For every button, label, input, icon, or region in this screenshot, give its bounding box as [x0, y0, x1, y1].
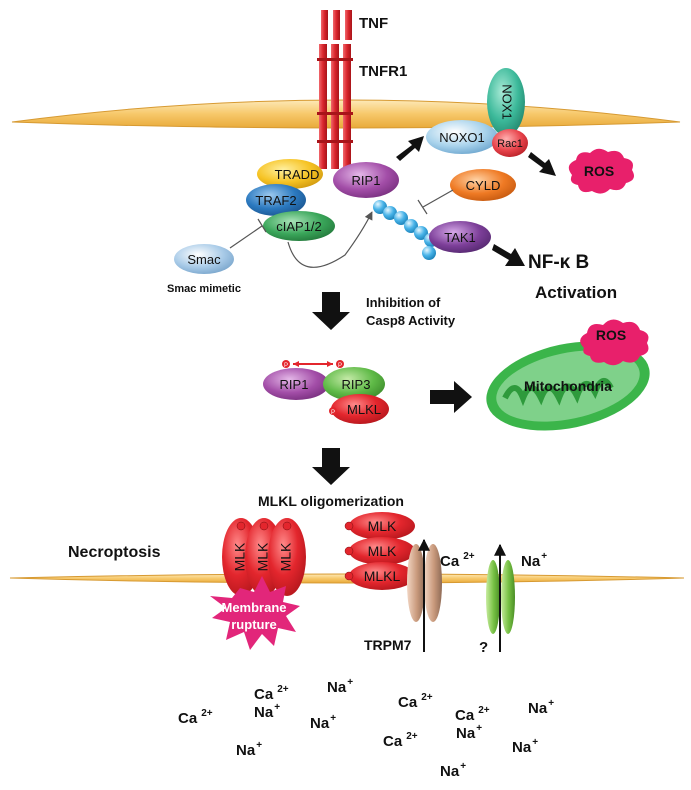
ros-mito-label: ROS [596, 327, 626, 343]
tnf-ligand [321, 10, 352, 40]
cyld-inhibition [417, 189, 454, 215]
noxo1-label: NOXO1 [439, 130, 485, 145]
mlkl-oligomerization-label: MLKL oligomerization [258, 493, 404, 509]
rac1-node [492, 129, 528, 157]
mlk-vertical-label-3: MLK [278, 542, 294, 571]
mlk-stack-label-2: MLK [368, 543, 397, 559]
mlk-vertical-label-2: MLK [255, 542, 271, 571]
tnfr1-receptor [317, 44, 353, 169]
ciap-label: cIAP1/2 [276, 219, 322, 234]
mlkl-phospho [329, 407, 337, 415]
nox1-label: NOX1 [500, 84, 515, 119]
ros-cloud-top [568, 148, 634, 194]
rip1-mid-label: RIP1 [280, 377, 309, 392]
trpm7-channel [407, 544, 442, 622]
tak1-node [429, 221, 491, 253]
mitochondria-label: Mitochondria [524, 378, 612, 394]
smac-node [174, 244, 234, 274]
membrane-rupture-line2: rupture [231, 617, 277, 632]
traf2-node [246, 184, 306, 216]
ciap-node [263, 211, 335, 241]
unknown-channel-label: ? [479, 639, 488, 656]
arrow-rac1-to-ros [528, 152, 556, 176]
mlkl-oligomer-pore [222, 518, 306, 596]
mlkl-stack [344, 512, 415, 590]
membrane-rupture-line1: Membrane [221, 600, 286, 615]
rip1-top-label: RIP1 [352, 173, 381, 188]
necroptosis-label: Necroptosis [68, 544, 161, 561]
arrow-tak1-to-nfkb [492, 244, 525, 266]
phospho-p-3: P [331, 410, 335, 416]
smac-label: Smac [187, 252, 221, 267]
ion-na-1: Na+ [254, 702, 280, 721]
mlk-stack-label-1: MLK [368, 518, 397, 534]
tradd-label: TRADD [275, 167, 320, 182]
rip3-node [323, 367, 385, 401]
mlk-vertical-label-1: MLK [232, 542, 248, 571]
down-arrow-2 [312, 448, 350, 485]
down-arrow-1 [312, 292, 350, 330]
rip3-label: RIP3 [342, 377, 371, 392]
rip1-phospho [282, 360, 290, 368]
inhibition-line1: Inhibition of [366, 295, 441, 310]
mlkl-mid-label: MLKL [347, 402, 381, 417]
tnf-label: TNF [359, 15, 388, 32]
rip3-phospho [336, 360, 344, 368]
activation-label: Activation [535, 283, 617, 302]
membrane-rupture-burst [210, 576, 300, 650]
ion-na-6: Na+ [528, 698, 554, 717]
ciap-ubiquitination-arrow [287, 211, 373, 268]
noxo1-node [426, 120, 498, 154]
mlkl-stack-label-3: MLKL [364, 568, 401, 584]
smac-inhibits-ciap [229, 218, 267, 249]
arrow-necrosome-to-mito [430, 381, 472, 413]
ion-na-3: Na+ [310, 713, 336, 732]
channel-na-ion: Na+ [521, 551, 547, 570]
ion-na-8: Na+ [440, 761, 466, 780]
rip1-top-node [333, 162, 399, 198]
ion-na-4: Na+ [236, 740, 262, 759]
rac1-label: Rac1 [497, 138, 523, 150]
ion-na-7: Na+ [512, 737, 538, 756]
ros-top-label: ROS [584, 163, 614, 179]
arrow-rip1-to-noxo1 [396, 136, 424, 161]
phospho-p-2: P [338, 363, 342, 369]
ros-cloud-mito [580, 319, 649, 366]
tnfr1-label: TNFR1 [359, 63, 407, 80]
cyld-node [450, 169, 516, 201]
ubiquitin-chain [373, 200, 438, 260]
unknown-na-channel [486, 560, 515, 634]
nox1-node [487, 68, 525, 136]
rip1-rip3-phospho-link [293, 361, 333, 367]
ion-na-2: Na+ [327, 677, 353, 696]
traf2-label: TRAF2 [255, 193, 296, 208]
cyld-label: CYLD [466, 178, 501, 193]
phospho-p-1: P [284, 363, 288, 369]
trpm7-label: TRPM7 [364, 637, 412, 653]
mlkl-mid-node [331, 394, 389, 424]
nfkb-label: NF-κ B [528, 252, 589, 273]
tak1-label: TAK1 [444, 230, 476, 245]
inhibition-line2: Casp8 Activity [366, 313, 456, 328]
rip1-mid-node [263, 368, 329, 400]
tradd-node [257, 159, 323, 189]
smac-mimetic-label: Smac mimetic [167, 283, 241, 295]
ion-na-5: Na+ [456, 723, 482, 742]
